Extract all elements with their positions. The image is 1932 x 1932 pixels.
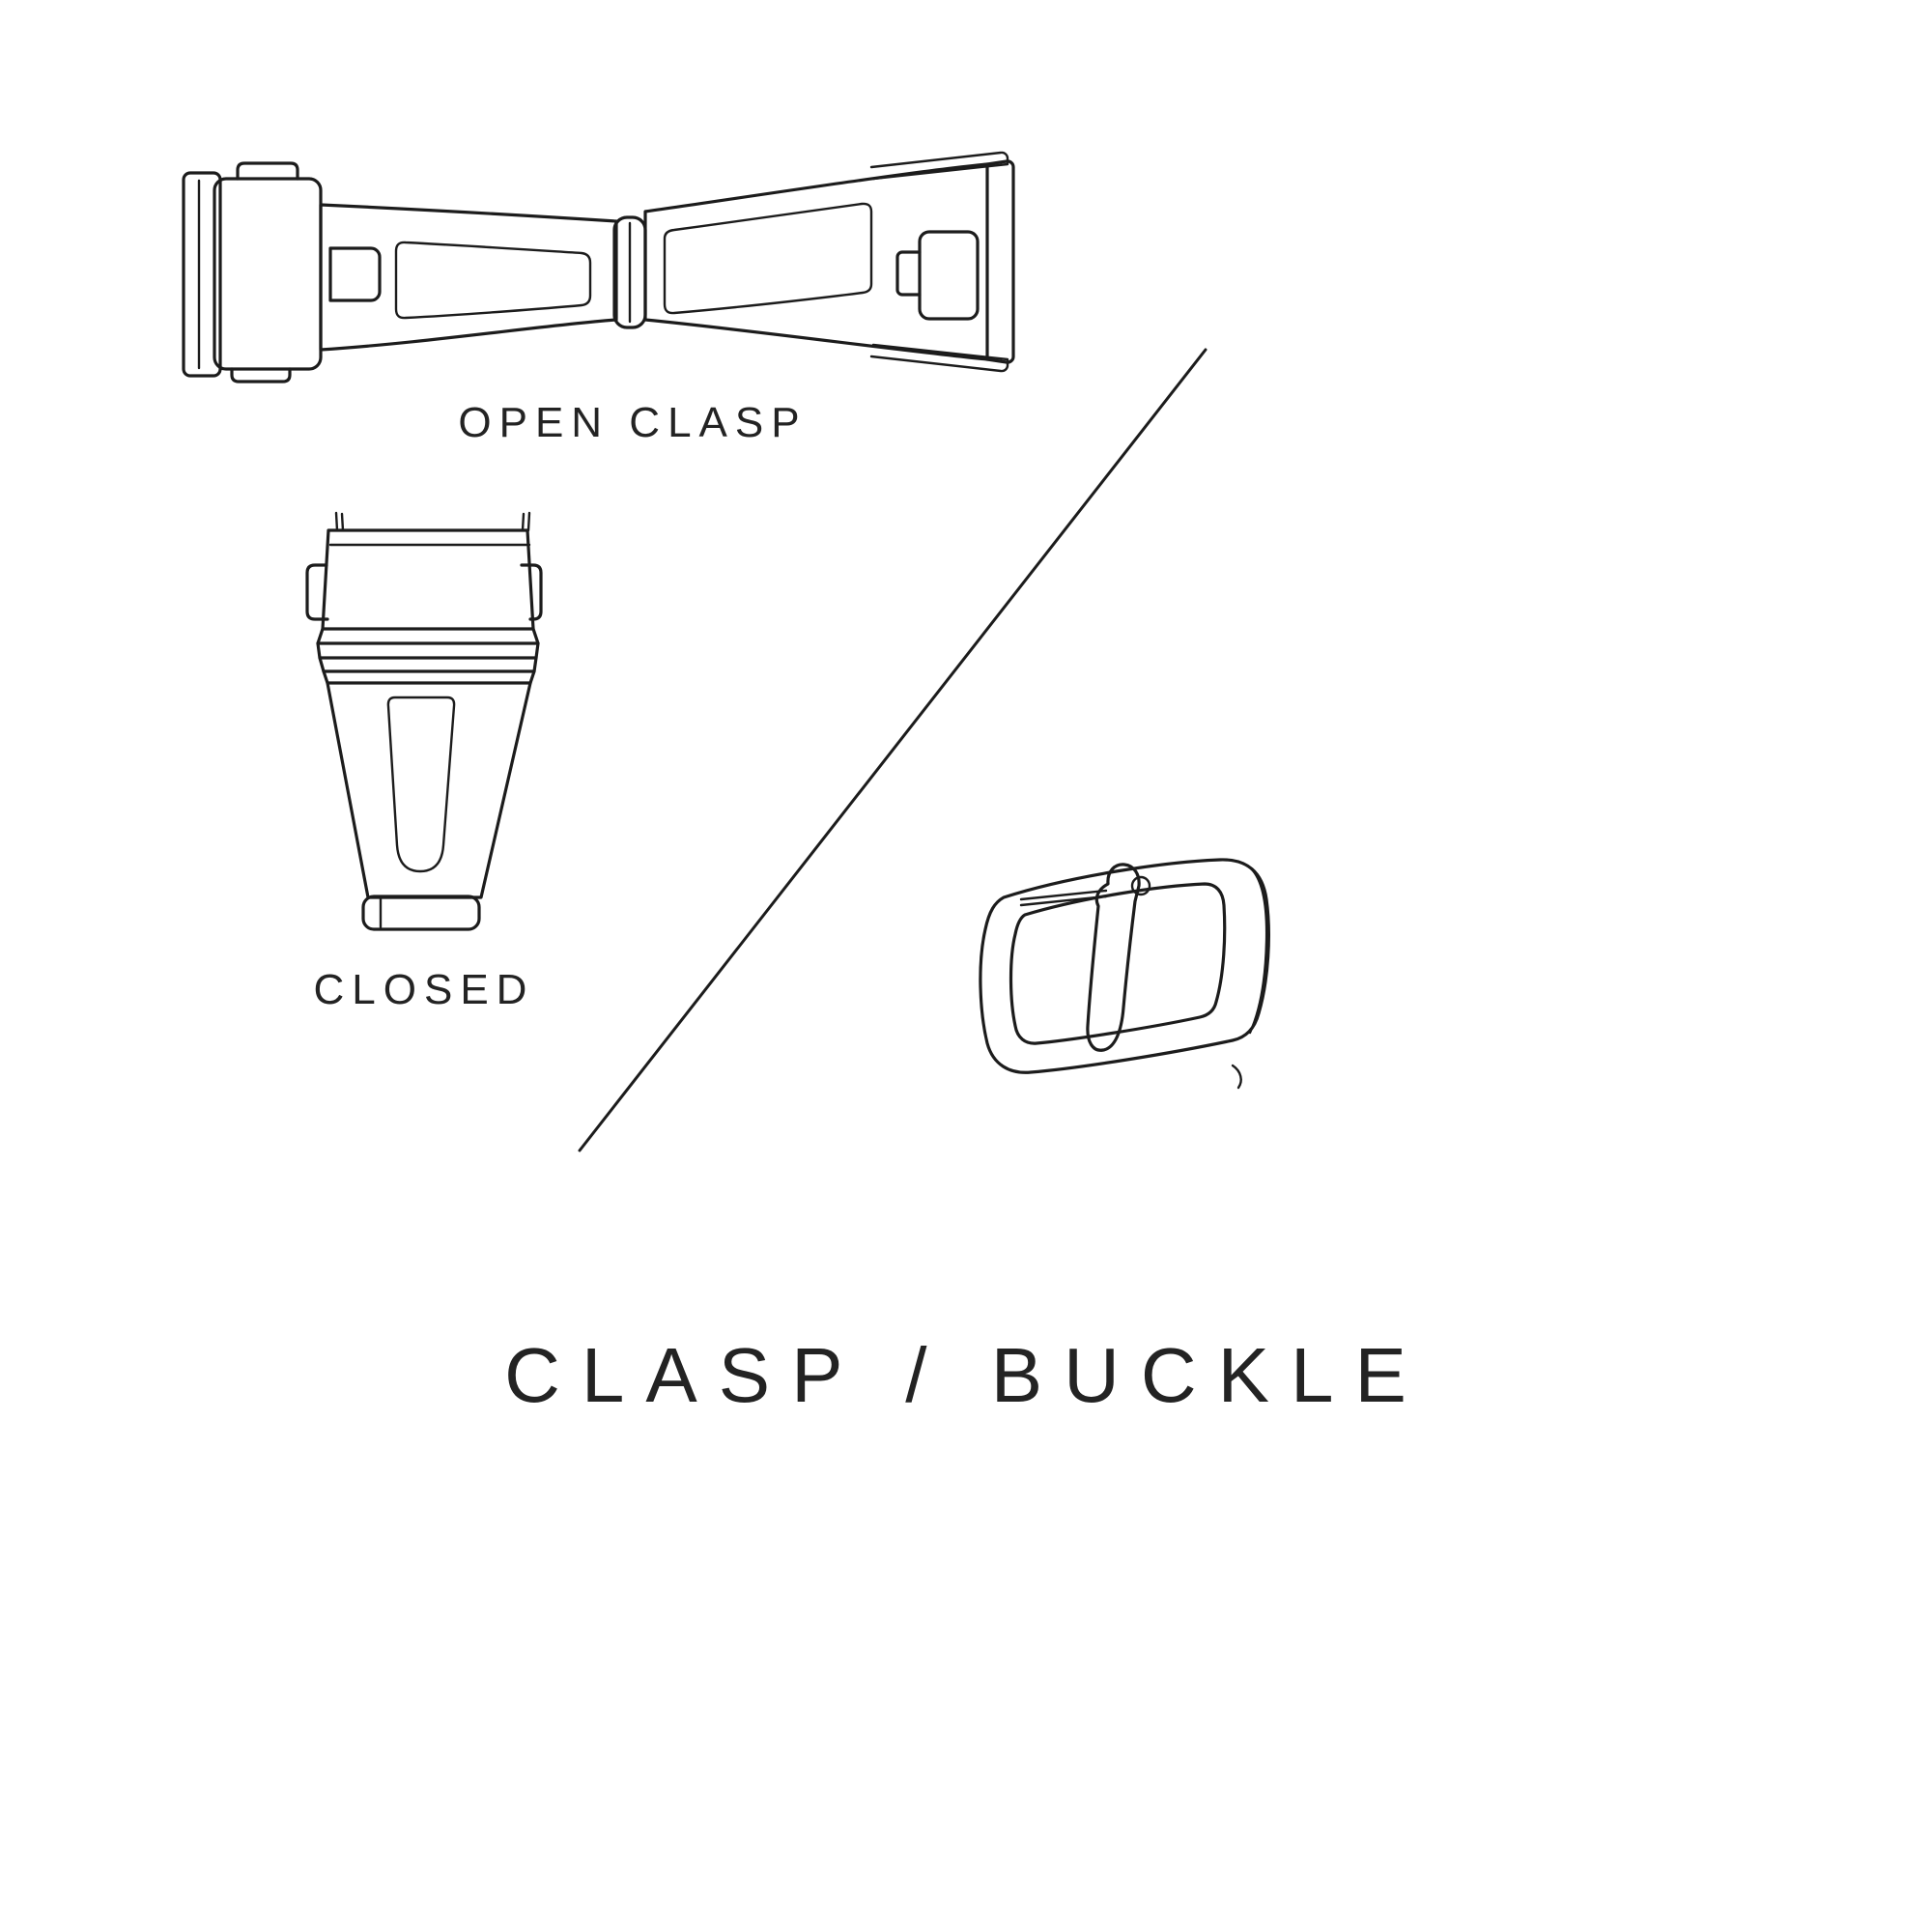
diagonal-divider-line xyxy=(578,348,1208,1152)
open-clasp-illustration xyxy=(182,151,1015,384)
buckle-illustration xyxy=(979,858,1270,1090)
page-title: CLASP / BUCKLE xyxy=(504,1332,1428,1418)
open-clasp-label: OPEN CLASP xyxy=(458,399,808,446)
closed-clasp-illustration xyxy=(305,511,543,931)
closed-clasp-label: CLOSED xyxy=(313,966,535,1013)
